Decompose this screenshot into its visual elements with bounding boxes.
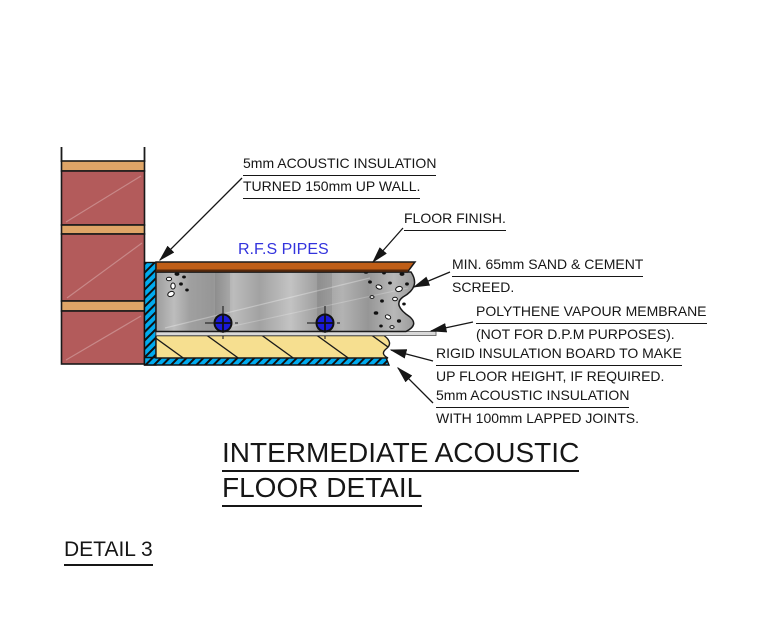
leader-lines <box>159 177 474 404</box>
mortar-band-1 <box>60 160 146 172</box>
annotation-text: RIGID INSULATION BOARD TO MAKE <box>436 343 682 366</box>
pipe-symbol <box>205 306 241 341</box>
board-hatch-lines <box>156 335 390 358</box>
annotation-text: POLYTHENE VAPOUR MEMBRANE <box>476 301 707 324</box>
pipe-symbol <box>307 306 343 341</box>
annotation-floor-finish: FLOOR FINISH. <box>404 208 506 231</box>
leader-screed <box>412 271 451 288</box>
annotation-text: TURNED 150mm UP WALL. <box>243 176 421 199</box>
rfs-pipes-label: R.F.S PIPES <box>238 241 329 258</box>
leader-floor-finish <box>372 227 404 264</box>
annotation-insulation-wall: 5mm ACOUSTIC INSULATION TURNED 150mm UP … <box>243 153 437 199</box>
annotation-text: SCREED. <box>452 279 515 295</box>
leader-insulation-joints <box>397 367 434 404</box>
annotation-text: WITH 100mm LAPPED JOINTS. <box>436 410 640 426</box>
detail-label: DETAIL 3 <box>64 538 153 566</box>
wall-section <box>60 147 146 365</box>
leader-membrane <box>429 321 474 333</box>
drawing-title: INTERMEDIATE ACOUSTIC FLOOR DETAIL <box>222 437 580 507</box>
annotation-text: FLOOR FINISH. <box>404 208 506 231</box>
mortar-band-3 <box>60 300 146 312</box>
title-line: INTERMEDIATE ACOUSTIC <box>222 437 580 472</box>
annotation-text: 5mm ACOUSTIC INSULATION <box>436 385 630 408</box>
title-line: FLOOR DETAIL <box>222 472 423 507</box>
brick-streaks <box>65 175 143 361</box>
detail-label-text: DETAIL 3 <box>64 538 153 566</box>
acoustic-insulation-vertical <box>143 261 157 366</box>
brick-course-2 <box>60 233 146 302</box>
rigid-insulation-board <box>155 334 391 359</box>
annotation-insulation-joints: 5mm ACOUSTIC INSULATION WITH 100mm LAPPE… <box>436 385 639 429</box>
brick-course-3 <box>60 310 146 365</box>
annotation-rigid-board: RIGID INSULATION BOARD TO MAKE UP FLOOR … <box>436 343 682 387</box>
annotation-membrane: POLYTHENE VAPOUR MEMBRANE (NOT FOR D.P.M… <box>476 301 707 345</box>
floor-finish-layer <box>155 261 417 273</box>
annotation-text: UP FLOOR HEIGHT, IF REQUIRED. <box>436 368 665 384</box>
leader-rigid-board <box>389 349 434 362</box>
brick-course-1 <box>60 170 146 226</box>
leader-insulation-wall <box>159 177 243 261</box>
annotation-text: (NOT FOR D.P.M PURPOSES). <box>476 326 675 342</box>
annotation-text: 5mm ACOUSTIC INSULATION <box>243 153 437 176</box>
annotation-screed: MIN. 65mm SAND & CEMENT SCREED. <box>452 254 644 298</box>
screed-layer <box>155 271 416 333</box>
mortar-band-2 <box>60 224 146 235</box>
annotation-text: MIN. 65mm SAND & CEMENT <box>452 254 644 277</box>
